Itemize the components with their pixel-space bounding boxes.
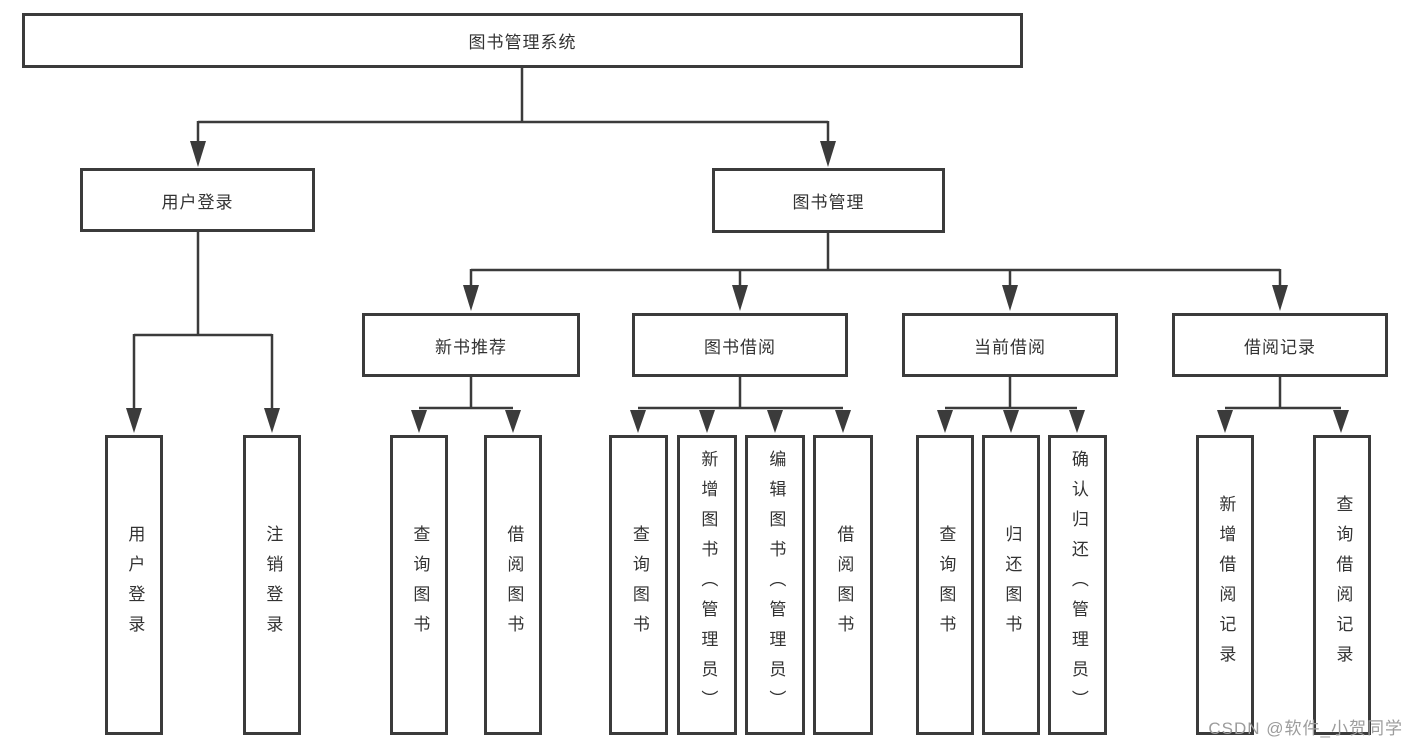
node-current-borrowing-label: 当前借阅 [974, 337, 1046, 357]
node-borrowing-records-label: 借阅记录 [1244, 337, 1316, 357]
node-user-login: 用户登录 [80, 168, 315, 232]
node-new-book-recommend-label: 新书推荐 [435, 337, 507, 357]
node-user-login-label: 用户登录 [161, 192, 234, 212]
leaf-query-books-2-label: 查询图书 [629, 525, 649, 645]
leaf-query-books-3: 查询图书 [916, 435, 974, 735]
leaf-user-login: 用户登录 [105, 435, 163, 735]
leaf-logout-label: 注销登录 [263, 525, 283, 645]
node-new-book-recommend: 新书推荐 [362, 313, 580, 377]
leaf-edit-book-admin: 编辑图书（管理员） [745, 435, 805, 735]
leaf-borrow-books-2-label: 借阅图书 [834, 525, 854, 645]
leaf-logout: 注销登录 [243, 435, 301, 735]
leaf-query-borrow-record-label: 查询借阅记录 [1333, 495, 1353, 675]
leaf-user-login-label: 用户登录 [125, 525, 145, 645]
leaf-borrow-books-2: 借阅图书 [813, 435, 873, 735]
leaf-add-borrow-record: 新增借阅记录 [1196, 435, 1254, 735]
leaf-query-books-1: 查询图书 [390, 435, 448, 735]
leaf-edit-book-admin-label: 编辑图书（管理员） [766, 450, 786, 720]
node-book-management: 图书管理 [712, 168, 945, 233]
node-book-borrowing: 图书借阅 [632, 313, 848, 377]
leaf-borrow-books-1-label: 借阅图书 [504, 525, 524, 645]
leaf-borrow-books-1: 借阅图书 [484, 435, 542, 735]
node-root: 图书管理系统 [22, 13, 1023, 68]
leaf-query-books-1-label: 查询图书 [410, 525, 430, 645]
node-borrowing-records: 借阅记录 [1172, 313, 1388, 377]
leaf-return-book-label: 归还图书 [1002, 525, 1022, 645]
leaf-query-books-2: 查询图书 [609, 435, 668, 735]
leaf-add-book-admin: 新增图书（管理员） [677, 435, 737, 735]
node-current-borrowing: 当前借阅 [902, 313, 1118, 377]
leaf-confirm-return-admin-label: 确认归还（管理员） [1068, 450, 1088, 720]
node-book-management-label: 图书管理 [792, 193, 865, 212]
leaf-add-borrow-record-label: 新增借阅记录 [1216, 495, 1236, 675]
node-root-label: 图书管理系统 [468, 33, 577, 52]
leaf-query-borrow-record: 查询借阅记录 [1313, 435, 1371, 735]
node-book-borrowing-label: 图书借阅 [704, 337, 776, 357]
watermark: CSDN @软件_小贺同学 [1208, 719, 1403, 738]
leaf-confirm-return-admin: 确认归还（管理员） [1048, 435, 1107, 735]
leaf-query-books-3-label: 查询图书 [936, 525, 956, 645]
leaf-return-book: 归还图书 [982, 435, 1040, 735]
leaf-add-book-admin-label: 新增图书（管理员） [698, 450, 718, 720]
